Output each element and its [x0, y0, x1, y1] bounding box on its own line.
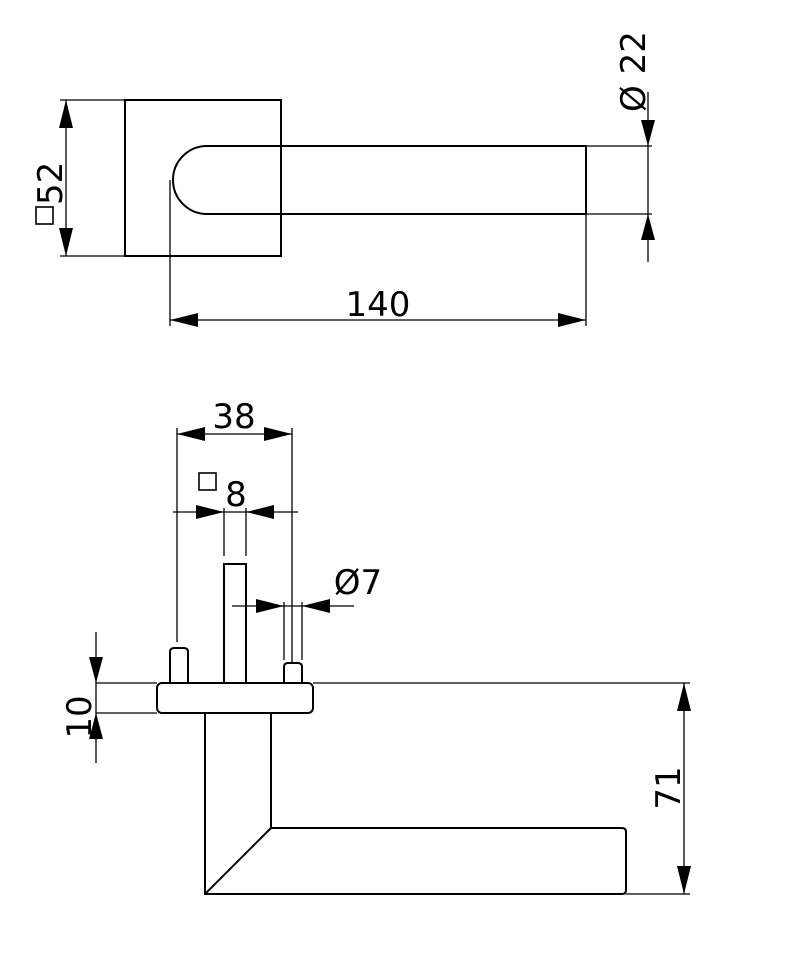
dim-7-arrow-left — [256, 599, 284, 613]
spindle — [223, 563, 247, 684]
dim-140-label: 140 — [346, 285, 411, 325]
dim-38-arrow-right — [264, 427, 292, 441]
dim-7-label: Ø7 — [334, 563, 382, 603]
rose-outline — [124, 99, 282, 257]
fixing-pin-left — [169, 647, 189, 683]
square-symbol-icon — [35, 206, 54, 225]
dim-140-arrow-right — [558, 313, 586, 327]
dim-8-label: 8 — [225, 475, 247, 515]
dim-71-label: 71 — [649, 766, 689, 809]
dim-8-arrow-left — [196, 505, 224, 519]
dim-71-arrow-bottom — [677, 866, 691, 894]
fixing-pin-right — [283, 662, 303, 683]
dim-10-label: 10 — [60, 695, 100, 738]
dim-52-arrow-top — [59, 100, 73, 128]
dim-22-arrow-bottom — [641, 214, 655, 240]
side-view: 38 8 Ø7 10 71 — [60, 397, 691, 895]
dim-71-arrow-top — [677, 683, 691, 711]
dim-10-arrow-bottom — [89, 713, 103, 739]
lever-bevel-line — [204, 827, 272, 895]
top-view: 52 140 Ø 22 — [31, 31, 655, 327]
dim-38-arrow-left — [177, 427, 205, 441]
dim-52-arrow-bottom — [59, 228, 73, 256]
lever-side-body — [204, 713, 627, 895]
dim-38-label: 38 — [212, 397, 255, 437]
dim-7-arrow-right — [302, 599, 330, 613]
dim-22-arrow-top — [641, 120, 655, 146]
dim-8-arrow-right — [246, 505, 274, 519]
lever-body — [172, 145, 587, 215]
rose-plate — [156, 682, 314, 714]
dim-140-arrow-left — [170, 313, 198, 327]
dim-22-label: Ø 22 — [614, 31, 654, 112]
square-symbol-icon — [198, 472, 217, 491]
dim-52-label: 52 — [31, 162, 71, 205]
dim-10-arrow-top — [89, 657, 103, 683]
